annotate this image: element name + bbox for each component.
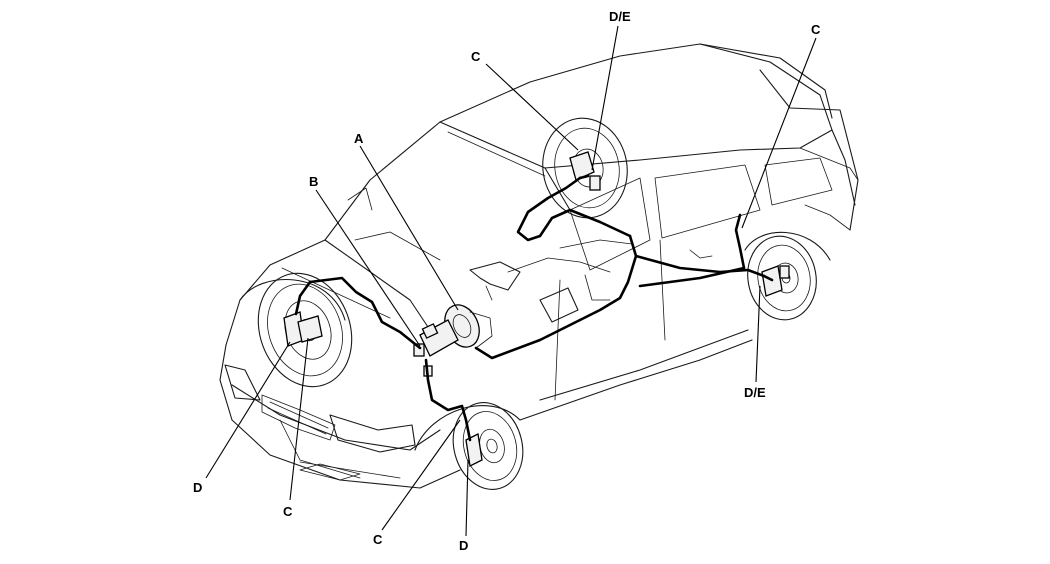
car-body xyxy=(219,43,859,489)
leader-c-front-left xyxy=(289,337,309,501)
leader-b xyxy=(315,189,421,347)
leader-d-front-right xyxy=(465,459,469,537)
leader-lines xyxy=(205,25,817,537)
front-left-caliper xyxy=(283,311,323,347)
parking-brake-lever xyxy=(469,261,521,301)
label-a: A xyxy=(354,131,364,146)
label-b: B xyxy=(309,174,318,189)
master-cylinder-booster xyxy=(419,304,493,357)
label-c-front-left: C xyxy=(283,504,293,519)
label-d-front-right: D xyxy=(459,538,468,553)
label-c-front-right: C xyxy=(373,532,383,547)
rear-right-brake xyxy=(761,265,790,297)
label-de-rear-left: D/E xyxy=(609,9,631,24)
front-right-caliper xyxy=(465,433,483,467)
front-right-wheel xyxy=(452,402,524,490)
rear-left-brake xyxy=(569,151,601,191)
leader-de-rear-left xyxy=(591,25,619,171)
label-c-rear-left: C xyxy=(471,49,481,64)
label-c-rear-right: C xyxy=(811,22,821,37)
leader-d-front-left xyxy=(205,341,291,479)
leader-c-front-right xyxy=(381,419,461,531)
leader-c-rear-right xyxy=(741,37,817,229)
brake-lines xyxy=(294,174,774,442)
leader-de-rear-right xyxy=(755,285,761,383)
leader-a xyxy=(359,145,459,311)
callout-labels: A B C D/E C D/E D C C D xyxy=(193,9,821,553)
leader-c-rear-left xyxy=(485,63,579,151)
label-de-rear-right: D/E xyxy=(744,385,766,400)
label-d-front-left: D xyxy=(193,480,202,495)
